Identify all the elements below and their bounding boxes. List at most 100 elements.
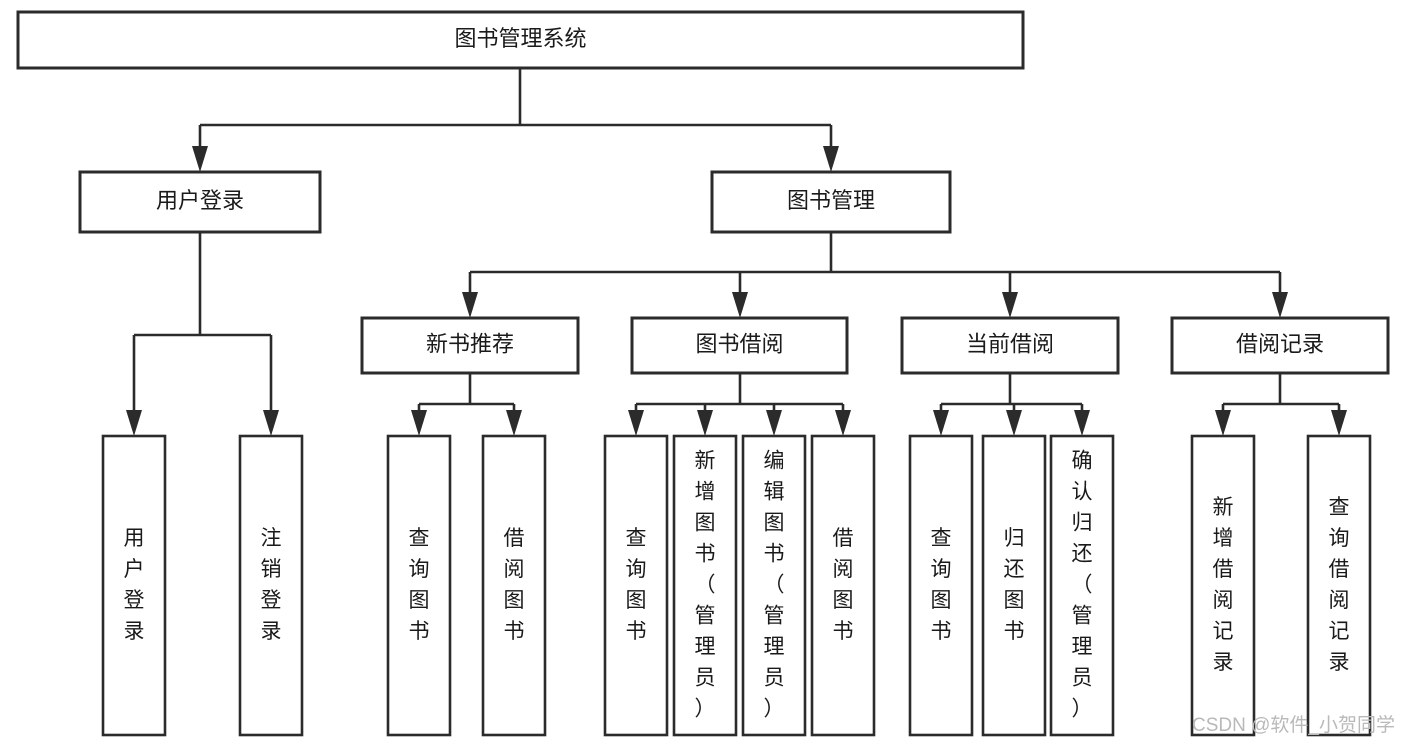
node-label: 图书借阅	[695, 331, 783, 356]
node-leaf-confirm-return-admin[interactable]: 确认归还（管理员）	[1049, 434, 1115, 737]
arrow-head-icon	[628, 410, 644, 436]
connector-arrow	[766, 404, 782, 436]
node-new-book-recommend[interactable]: 新书推荐	[360, 316, 580, 375]
node-leaf-query-borrow-record[interactable]: 查询借阅记录	[1306, 434, 1372, 737]
connector-arrow	[1006, 404, 1022, 436]
arrow-head-icon	[192, 146, 208, 172]
arrow-head-icon	[1002, 292, 1018, 318]
node-leaf-edit-book-admin[interactable]: 编辑图书（管理员）	[741, 434, 807, 737]
node-label: 编辑图书（管理员）	[764, 449, 785, 720]
connector-arrow	[823, 125, 839, 172]
node-box[interactable]	[630, 316, 849, 375]
node-box[interactable]	[16, 10, 1025, 70]
arrow-head-icon	[1331, 410, 1347, 436]
arrow-head-icon	[835, 410, 851, 436]
node-label: 查询借阅记录	[1329, 496, 1350, 674]
connector-arrow	[263, 335, 279, 436]
node-root[interactable]: 图书管理系统	[16, 10, 1025, 70]
connector-arrow	[506, 404, 522, 436]
connector-arrow	[462, 272, 478, 318]
node-user-login[interactable]: 用户登录	[78, 170, 322, 234]
node-leaf-logout[interactable]: 注销登录	[238, 434, 304, 737]
node-leaf-borrow-book[interactable]: 借阅图书	[810, 434, 876, 737]
arrow-head-icon	[732, 292, 748, 318]
node-box[interactable]	[908, 434, 974, 737]
connector-arrow	[1002, 272, 1018, 318]
arrow-head-icon	[126, 410, 142, 436]
arrow-head-icon	[933, 410, 949, 436]
node-box[interactable]	[741, 434, 807, 737]
node-label: 图书管理系统	[454, 26, 586, 51]
node-book-borrow[interactable]: 图书借阅	[630, 316, 849, 375]
arrow-head-icon	[697, 410, 713, 436]
node-label: 图书管理	[787, 188, 875, 213]
node-box[interactable]	[1170, 316, 1390, 375]
node-leaf-query-book-recommend[interactable]: 查询图书	[386, 434, 452, 737]
node-leaf-add-book-admin[interactable]: 新增图书（管理员）	[672, 434, 738, 737]
connector-arrow	[697, 404, 713, 436]
connector-arrow	[933, 404, 949, 436]
connector-arrow	[192, 125, 208, 172]
node-label: 新增借阅记录	[1213, 496, 1234, 674]
arrow-head-icon	[1272, 292, 1288, 318]
node-box[interactable]	[672, 434, 738, 737]
arrow-head-icon	[1074, 410, 1090, 436]
node-box[interactable]	[360, 316, 580, 375]
node-book-management[interactable]: 图书管理	[710, 170, 952, 234]
arrow-head-icon	[462, 292, 478, 318]
node-label: 归还图书	[1004, 527, 1025, 643]
node-box[interactable]	[900, 316, 1120, 375]
node-leaf-query-book-current[interactable]: 查询图书	[908, 434, 974, 737]
watermark-label: CSDN @软件_小贺同学	[1192, 714, 1395, 736]
node-box[interactable]	[386, 434, 452, 737]
node-label: 注销登录	[261, 527, 282, 643]
connector-arrow	[1215, 404, 1231, 436]
connector-arrow	[628, 404, 644, 436]
connector-layer	[126, 68, 1347, 436]
node-borrow-record[interactable]: 借阅记录	[1170, 316, 1390, 375]
node-box[interactable]	[1190, 434, 1256, 737]
node-label: 用户登录	[156, 188, 244, 213]
node-label: 借阅记录	[1236, 331, 1324, 356]
connector-arrow	[1272, 272, 1288, 318]
node-box[interactable]	[101, 434, 167, 737]
node-label: 查询图书	[931, 527, 952, 643]
node-leaf-borrow-book-recommend[interactable]: 借阅图书	[481, 434, 547, 737]
node-box[interactable]	[603, 434, 669, 737]
node-leaf-user-login[interactable]: 用户登录	[101, 434, 167, 737]
node-label: 当前借阅	[966, 331, 1054, 356]
arrow-head-icon	[766, 410, 782, 436]
node-leaf-query-book-borrow[interactable]: 查询图书	[603, 434, 669, 737]
connector-arrow	[1074, 404, 1090, 436]
node-layer: 图书管理系统用户登录图书管理新书推荐图书借阅当前借阅借阅记录用户登录注销登录查询…	[16, 10, 1390, 737]
node-box[interactable]	[710, 170, 952, 234]
node-label: 查询图书	[409, 527, 430, 643]
arrow-head-icon	[411, 410, 427, 436]
node-box[interactable]	[481, 434, 547, 737]
connector-arrow	[732, 272, 748, 318]
node-box[interactable]	[238, 434, 304, 737]
node-label: 借阅图书	[833, 527, 854, 643]
node-label: 确认归还（管理员）	[1072, 449, 1093, 720]
node-box[interactable]	[1306, 434, 1372, 737]
node-label: 新书推荐	[426, 331, 514, 356]
arrow-head-icon	[506, 410, 522, 436]
node-box[interactable]	[810, 434, 876, 737]
node-label: 查询图书	[626, 527, 647, 643]
arrow-head-icon	[1215, 410, 1231, 436]
node-label: 新增图书（管理员）	[695, 449, 716, 720]
node-leaf-return-book[interactable]: 归还图书	[981, 434, 1047, 737]
node-leaf-add-borrow-record[interactable]: 新增借阅记录	[1190, 434, 1256, 737]
connector-arrow	[1331, 404, 1347, 436]
node-label: 用户登录	[124, 527, 145, 643]
arrow-head-icon	[263, 410, 279, 436]
node-current-borrow[interactable]: 当前借阅	[900, 316, 1120, 375]
node-box[interactable]	[981, 434, 1047, 737]
connector-arrow	[835, 404, 851, 436]
node-box[interactable]	[78, 170, 322, 234]
connector-arrow	[126, 335, 142, 436]
node-box[interactable]	[1049, 434, 1115, 737]
connector-arrow	[411, 404, 427, 436]
